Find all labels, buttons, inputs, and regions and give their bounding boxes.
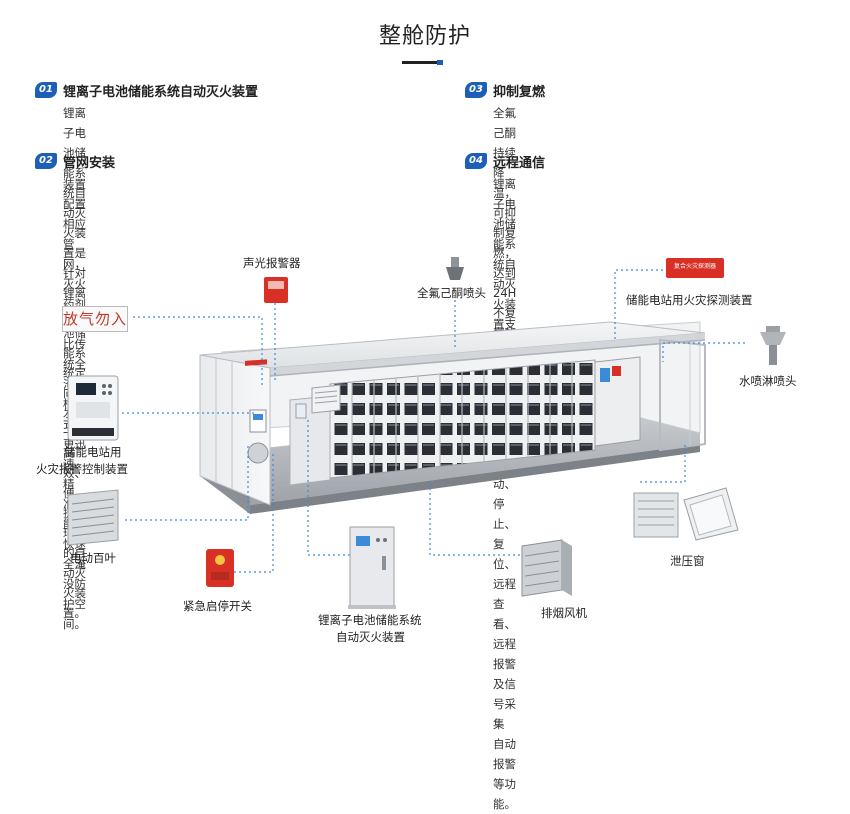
label-vent: 泄压窗	[670, 554, 705, 568]
leader-sign	[133, 316, 263, 388]
exhaust-fan-icon	[521, 539, 572, 597]
label-louver: 电动百叶	[70, 551, 116, 565]
feature-badge: 02	[35, 153, 57, 169]
leader-detector	[614, 269, 663, 340]
end-wall-fan	[247, 442, 269, 464]
page-title: 整舱防护	[378, 24, 471, 49]
leader-louver	[125, 445, 249, 521]
label-controller-line2: 火灾报警控制装置	[36, 462, 128, 476]
label-device-line2: 自动灭火装置	[336, 630, 405, 644]
label-detector: 储能电站用火灾探测装置	[626, 293, 753, 307]
louver-icon	[67, 489, 119, 546]
pressure-vent-icon	[633, 487, 739, 541]
feature-badge: 03	[465, 82, 487, 98]
container-illustration	[67, 257, 786, 609]
label-controller-line1: 储能电站用	[64, 445, 122, 459]
leader-device	[307, 420, 350, 556]
label-alarm: 声光报警器	[243, 256, 301, 270]
estop-icon	[206, 549, 234, 587]
leader-sprinkler	[662, 342, 745, 362]
leader-vent	[640, 445, 686, 483]
sprinkler-icon	[760, 326, 786, 365]
leader-fan	[429, 480, 520, 556]
device-cabinet-icon	[348, 526, 396, 609]
feature-title: 管网安装	[63, 156, 116, 171]
nozzle-icon	[446, 257, 464, 280]
label-fan: 排烟风机	[541, 606, 587, 620]
label-nozzle: 全氟己酮喷头	[417, 286, 486, 300]
feature-title: 抑制复燃	[493, 85, 546, 100]
feature-title: 锂离子电池储能系统自动灭火装置	[63, 85, 259, 100]
title-underline	[402, 61, 442, 64]
label-sprinkler: 水喷淋喷头	[739, 374, 797, 388]
alarm-icon	[264, 277, 288, 303]
label-estop: 紧急启停开关	[183, 599, 252, 613]
feature-desc: 锂离子电池储能系统自动灭火装置支持网络通信，可实现 远程启动、停止、复位、远程查…	[493, 174, 516, 814]
label-device-line1: 锂离子电池储能系统	[318, 613, 422, 627]
container-base-edge	[250, 444, 700, 514]
title-underline-accent	[437, 60, 443, 65]
warning-sign: 放气勿入	[62, 306, 128, 332]
feature-badge: 04	[465, 153, 487, 169]
air-conditioner	[311, 384, 341, 414]
feature-badge: 01	[35, 82, 57, 98]
controller-icon	[67, 375, 119, 441]
detector-panel-text: 复合火灾探测器	[673, 263, 716, 270]
feature-desc-line: 自动报警等功能。	[493, 737, 516, 811]
detector-icon	[666, 258, 724, 278]
feature-title: 远程通信	[493, 156, 546, 171]
leader-lines	[122, 269, 745, 573]
